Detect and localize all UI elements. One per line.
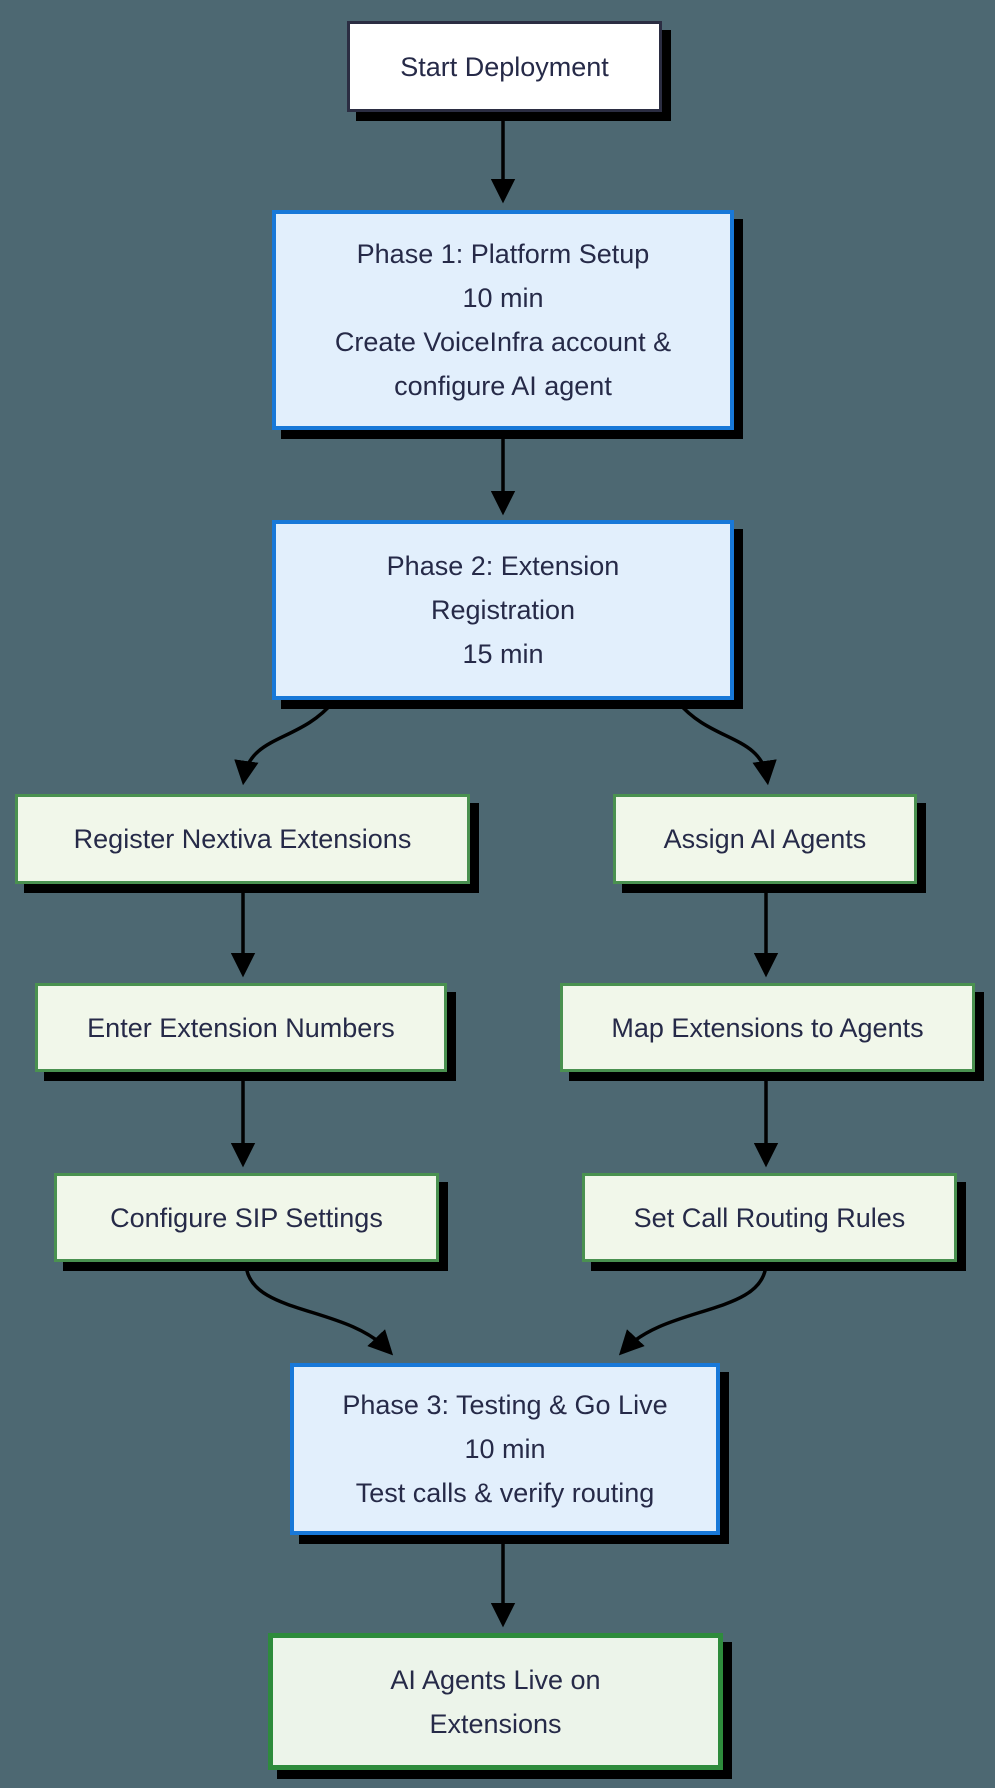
node-phase-2-extension-registration: Phase 2: Extension Registration 15 min: [272, 520, 734, 700]
node-phase-1-platform-setup: Phase 1: Platform Setup 10 min Create Vo…: [272, 210, 734, 430]
node-enter-extension-numbers-label: Enter Extension Numbers: [87, 1012, 395, 1043]
edge-set-routing-to-phase3: [618, 1264, 768, 1356]
node-configure-sip-settings: Configure SIP Settings: [54, 1173, 439, 1262]
node-ai-agents-live-on-extensions: AI Agents Live on Extensions: [268, 1633, 723, 1770]
node-phase-3-label: Phase 3: Testing & Go Live 10 min Test c…: [342, 1390, 668, 1508]
node-phase-2-label: Phase 2: Extension Registration 15 min: [386, 551, 620, 669]
node-set-call-routing-rules: Set Call Routing Rules: [582, 1173, 957, 1262]
node-set-call-routing-rules-label: Set Call Routing Rules: [633, 1202, 906, 1233]
node-phase-1-label: Phase 1: Platform Setup 10 min Create Vo…: [334, 239, 672, 401]
node-assign-ai-agents-label: Assign AI Agents: [663, 824, 867, 854]
node-register-nextiva-extensions: Register Nextiva Extensions: [15, 794, 470, 884]
node-configure-sip-settings-label: Configure SIP Settings: [110, 1202, 383, 1233]
node-register-nextiva-extensions-label: Register Nextiva Extensions: [73, 824, 412, 854]
edge-configure-sip-to-phase3: [244, 1264, 394, 1356]
node-start-deployment: Start Deployment: [347, 21, 662, 112]
node-assign-ai-agents: Assign AI Agents: [613, 794, 917, 884]
edge-phase2-to-register-nextiva: [234, 700, 335, 786]
node-map-extensions-to-agents: Map Extensions to Agents: [560, 983, 975, 1072]
node-ai-agents-live-label: AI Agents Live on Extensions: [390, 1664, 601, 1739]
node-map-extensions-to-agents-label: Map Extensions to Agents: [611, 1012, 924, 1043]
edge-phase2-to-assign-agents: [676, 700, 777, 786]
node-start-deployment-label: Start Deployment: [400, 51, 609, 82]
node-phase-3-testing-go-live: Phase 3: Testing & Go Live 10 min Test c…: [290, 1363, 720, 1535]
node-enter-extension-numbers: Enter Extension Numbers: [35, 983, 447, 1072]
